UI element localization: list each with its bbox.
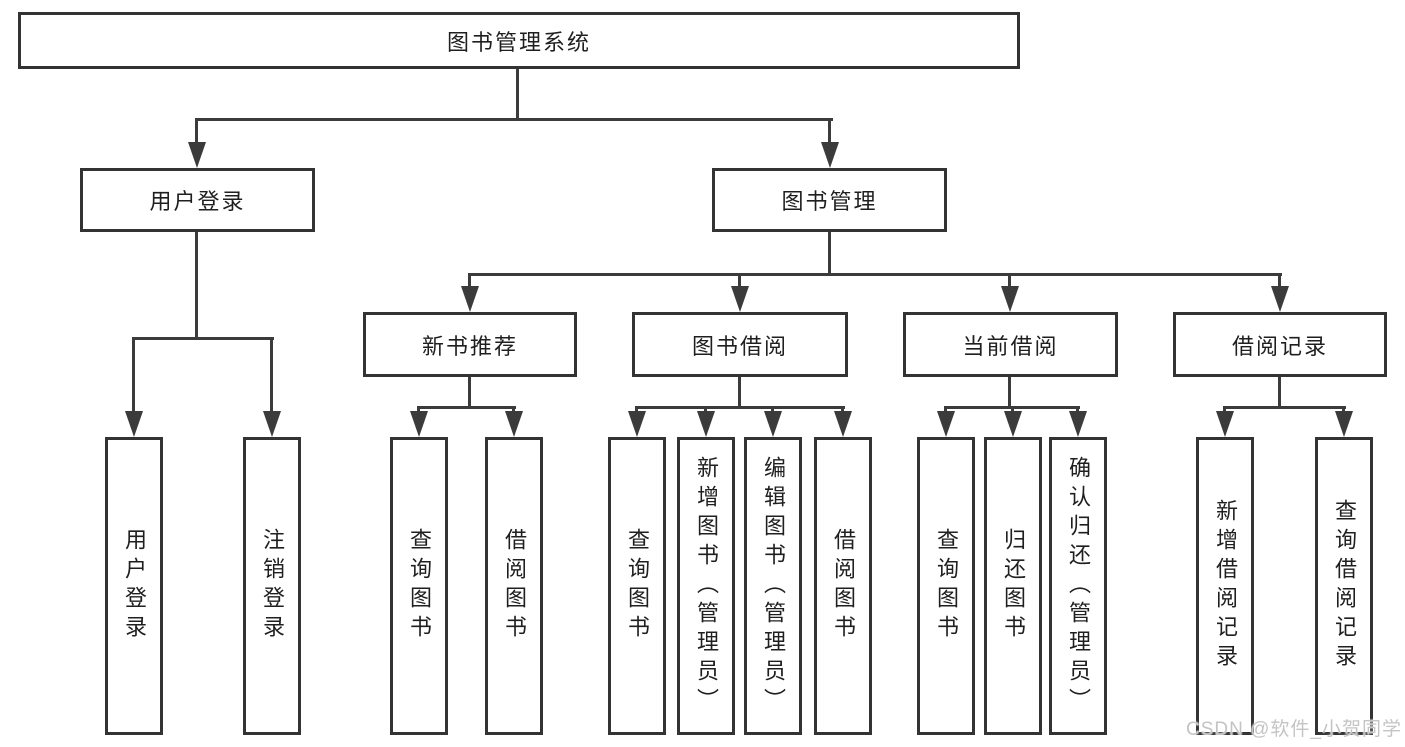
arrow-down-icon	[263, 411, 281, 437]
connector-userlogin-stem	[195, 232, 198, 340]
connector-cb-drop-2	[1011, 406, 1014, 415]
leaf-cb-query-books: 查询图书	[917, 437, 975, 735]
arrow-down-icon	[188, 142, 206, 168]
leaf-nbr-borrow-books: 借阅图书	[485, 437, 543, 735]
node-book-management: 图书管理	[712, 168, 947, 232]
connector-bb-drop-2	[704, 406, 707, 415]
node-new-book-recommend: 新书推荐	[363, 312, 577, 377]
connector-root-stem	[516, 69, 519, 121]
arrow-down-icon	[1335, 411, 1353, 437]
connector-bb-stem	[738, 377, 741, 409]
leaf-br-query-record: 查询借阅记录	[1315, 437, 1373, 735]
leaf-logout: 注销登录	[243, 437, 301, 735]
arrow-down-icon	[410, 411, 428, 437]
arrow-down-icon	[125, 411, 143, 437]
connector-root-drop-right	[828, 118, 831, 146]
leaf-nbr-query-books: 查询图书	[390, 437, 448, 735]
arrow-down-icon	[1271, 286, 1289, 312]
leaf-br-add-record: 新增借阅记录	[1196, 437, 1254, 735]
leaf-bb-borrow-books: 借阅图书	[814, 437, 872, 735]
arrow-down-icon	[1216, 411, 1234, 437]
connector-bookmgmt-rail	[468, 273, 1282, 276]
connector-br-rail	[1223, 406, 1346, 409]
connector-br-drop-2	[1342, 406, 1345, 415]
connector-nbr-drop-2	[512, 406, 515, 415]
arrow-down-icon	[821, 142, 839, 168]
arrow-down-icon	[731, 286, 749, 312]
arrow-down-icon	[937, 411, 955, 437]
arrow-down-icon	[834, 411, 852, 437]
connector-nbr-stem	[468, 377, 471, 409]
arrow-down-icon	[697, 411, 715, 437]
connector-bb-drop-4	[841, 406, 844, 415]
node-user-login: 用户登录	[80, 168, 315, 232]
node-book-borrow: 图书借阅	[632, 312, 848, 377]
node-current-borrow: 当前借阅	[903, 312, 1118, 377]
arrow-down-icon	[1001, 286, 1019, 312]
connector-bookmgmt-drop-1	[468, 273, 471, 288]
connector-userlogin-rail	[132, 337, 274, 340]
node-borrow-records: 借阅记录	[1173, 312, 1387, 377]
leaf-bb-add-books-admin: 新增图书（管理员）	[677, 437, 735, 735]
node-root: 图书管理系统	[18, 12, 1020, 69]
connector-nbr-rail	[417, 406, 516, 409]
connector-bb-drop-3	[771, 406, 774, 415]
leaf-cb-confirm-return-admin: 确认归还（管理员）	[1049, 437, 1107, 735]
arrow-down-icon	[628, 411, 646, 437]
connector-bookmgmt-stem	[828, 232, 831, 276]
connector-bookmgmt-drop-3	[1008, 273, 1011, 288]
connector-br-drop-1	[1223, 406, 1226, 415]
connector-userlogin-drop-1	[132, 337, 135, 413]
connector-userlogin-drop-2	[270, 337, 273, 413]
arrow-down-icon	[1069, 411, 1087, 437]
csdn-watermark: CSDN @软件_小贺同学	[1186, 719, 1402, 740]
connector-root-drop-left	[195, 118, 198, 146]
connector-cb-drop-3	[1076, 406, 1079, 415]
arrow-down-icon	[1004, 411, 1022, 437]
connector-cb-drop-1	[944, 406, 947, 415]
leaf-cb-return-books: 归还图书	[984, 437, 1042, 735]
connector-bookmgmt-drop-2	[738, 273, 741, 288]
connector-cb-stem	[1008, 377, 1011, 409]
arrow-down-icon	[461, 286, 479, 312]
arrow-down-icon	[505, 411, 523, 437]
leaf-user-login: 用户登录	[105, 437, 163, 735]
connector-root-rail	[195, 118, 833, 121]
connector-bookmgmt-drop-4	[1278, 273, 1281, 288]
connector-bb-drop-1	[635, 406, 638, 415]
connector-nbr-drop-1	[417, 406, 420, 415]
connector-br-stem	[1278, 377, 1281, 409]
leaf-bb-edit-books-admin: 编辑图书（管理员）	[744, 437, 802, 735]
leaf-bb-query-books: 查询图书	[608, 437, 666, 735]
arrow-down-icon	[764, 411, 782, 437]
connector-bb-rail	[635, 406, 845, 409]
